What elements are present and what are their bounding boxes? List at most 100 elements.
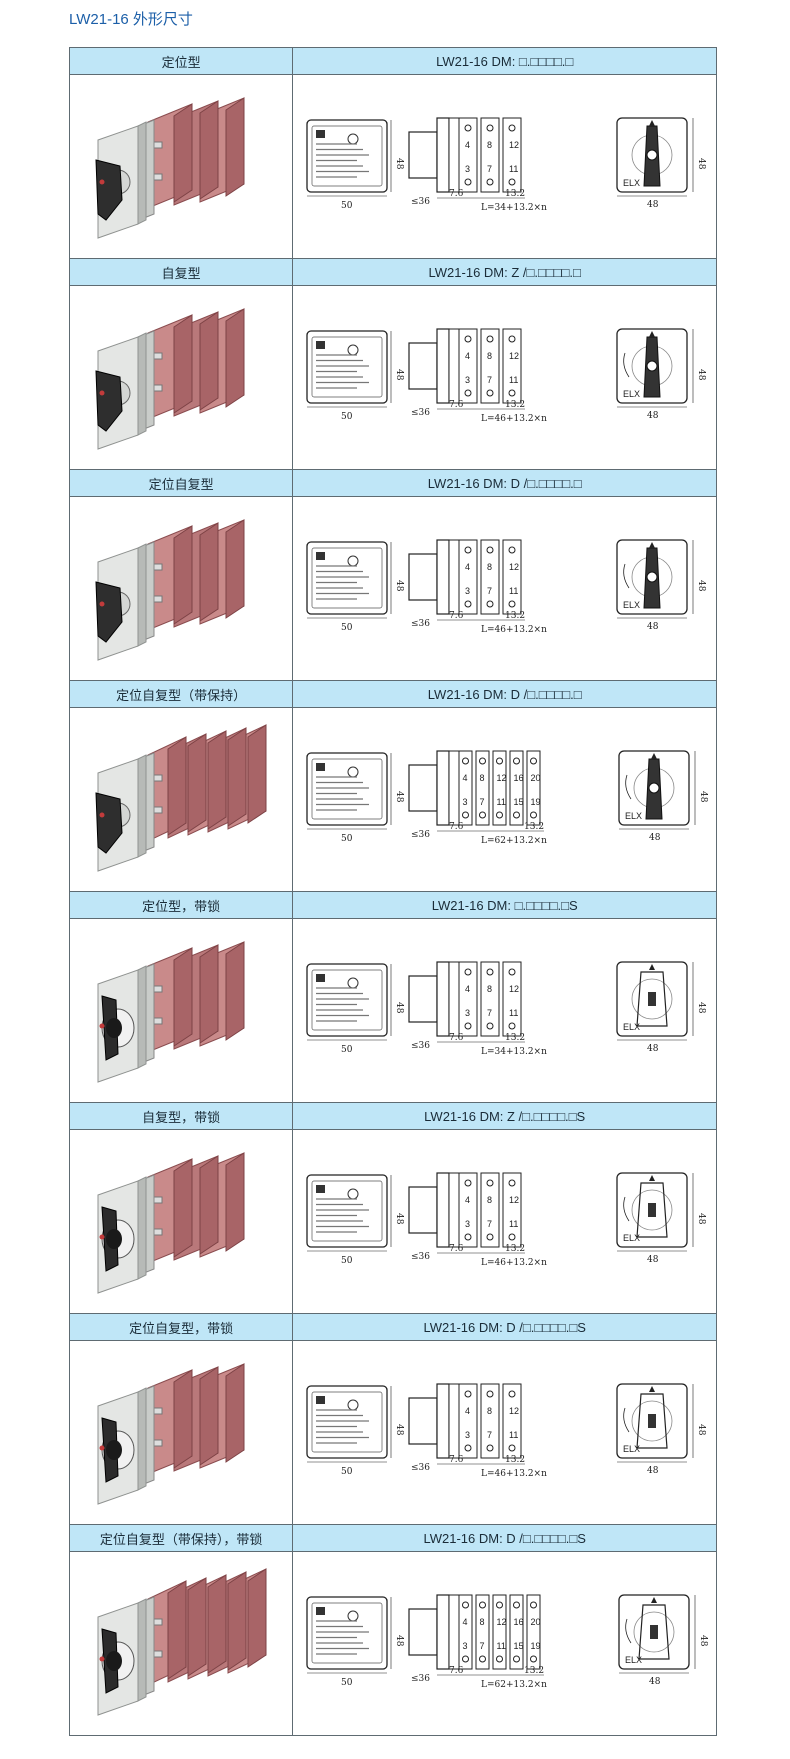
terminal-icon bbox=[508, 389, 516, 396]
position-arrow-icon bbox=[649, 330, 656, 337]
terminal-number: 11 bbox=[509, 164, 518, 174]
terminal-icon bbox=[486, 546, 494, 553]
depth-dim: ≤36 bbox=[411, 408, 430, 418]
spring-return-icon bbox=[623, 1196, 630, 1221]
terminal-screw bbox=[153, 173, 163, 180]
spring-return-icon bbox=[623, 1407, 630, 1432]
logo-icon bbox=[316, 1395, 326, 1404]
terminal-icon bbox=[464, 1233, 472, 1240]
product-photo bbox=[97, 1567, 267, 1716]
base-outline bbox=[448, 1172, 460, 1247]
product-photo bbox=[97, 1151, 245, 1294]
position-arrow-icon bbox=[649, 541, 656, 548]
deck-outline bbox=[509, 1594, 524, 1669]
front-panel-side bbox=[137, 1597, 147, 1702]
terminal-screw bbox=[153, 384, 163, 391]
knob-outline bbox=[408, 763, 438, 812]
contact-deck bbox=[147, 1157, 193, 1264]
model-code-label: LW21-16 DM: □.□□□□.□ bbox=[292, 47, 717, 75]
photo-cell bbox=[68, 496, 294, 681]
height-dim: 48 bbox=[394, 369, 404, 381]
handle-hub bbox=[646, 571, 658, 582]
base-outline bbox=[448, 539, 460, 614]
deck-outline bbox=[502, 117, 522, 192]
face-height-dim: 48 bbox=[696, 158, 706, 170]
terminal-screw bbox=[153, 141, 163, 148]
handle-hub bbox=[646, 149, 658, 160]
front-panel-side bbox=[137, 1175, 147, 1280]
terminal-icon bbox=[513, 1655, 521, 1662]
brand-mark: ELX bbox=[623, 389, 640, 399]
terminal-icon bbox=[486, 968, 494, 975]
brand-mark: ELX bbox=[623, 1444, 640, 1454]
terminal-number: 12 bbox=[509, 1195, 519, 1205]
terminal-number: 8 bbox=[487, 984, 492, 994]
terminal-number: 3 bbox=[465, 375, 470, 385]
length-formula: L=46+13.2×n bbox=[481, 1258, 547, 1268]
base-dim: 7.6 bbox=[449, 1666, 464, 1676]
terminal-icon bbox=[508, 546, 516, 553]
terminal-icon bbox=[530, 1601, 538, 1608]
lock-handle-icon bbox=[636, 970, 668, 1027]
terminal-number: 11 bbox=[509, 1430, 518, 1440]
deck-outline bbox=[509, 750, 524, 825]
deck-dim: 13.2 bbox=[505, 400, 525, 410]
terminal-icon bbox=[486, 1233, 494, 1240]
terminal-icon bbox=[486, 1179, 494, 1186]
front-panel-side bbox=[137, 331, 147, 436]
deck-outline bbox=[475, 1594, 490, 1669]
terminal-number: 7 bbox=[480, 797, 485, 807]
terminal-icon bbox=[462, 1601, 470, 1608]
deck-outline bbox=[458, 961, 478, 1036]
contact-deck bbox=[147, 1368, 193, 1475]
terminal-icon bbox=[486, 1390, 494, 1397]
model-code-label: LW21-16 DM: D /□.□□□□.□S bbox=[292, 1524, 717, 1552]
front-panel-side bbox=[137, 120, 147, 225]
width-dim: 50 bbox=[341, 1467, 353, 1477]
deck-outline bbox=[492, 1594, 507, 1669]
terminal-icon bbox=[513, 1601, 521, 1608]
terminal-screw bbox=[153, 1196, 163, 1203]
terminal-icon bbox=[486, 178, 494, 185]
terminal-icon bbox=[464, 1022, 472, 1029]
contact-deck bbox=[147, 946, 193, 1053]
deck-outline bbox=[502, 1172, 522, 1247]
position-arrow-icon bbox=[651, 752, 658, 759]
terminal-icon bbox=[508, 1179, 516, 1186]
terminal-icon bbox=[479, 1655, 487, 1662]
terminal-number: 7 bbox=[487, 375, 492, 385]
logo-icon bbox=[316, 129, 326, 138]
model-code-label: LW21-16 DM: D /□.□□□□.□S bbox=[292, 1313, 717, 1341]
face-width-dim: 48 bbox=[647, 411, 659, 421]
terminal-screw bbox=[153, 1228, 163, 1235]
deck-dim: 13.2 bbox=[505, 1455, 525, 1465]
face-width-dim: 48 bbox=[647, 622, 659, 632]
logo-icon bbox=[316, 1184, 326, 1193]
photo-cell bbox=[68, 918, 294, 1103]
brand-mark: ELX bbox=[623, 1233, 640, 1243]
terminal-icon bbox=[508, 178, 516, 185]
depth-dim: ≤36 bbox=[411, 830, 430, 840]
keyhole-icon bbox=[648, 991, 657, 1006]
keyhole-icon bbox=[648, 1413, 657, 1428]
base-dim: 7.6 bbox=[449, 1033, 464, 1043]
contact-deck bbox=[147, 313, 193, 420]
terminal-icon bbox=[464, 1444, 472, 1451]
product-photo bbox=[95, 518, 245, 661]
logo-icon bbox=[316, 973, 326, 982]
lock-handle-icon bbox=[636, 1181, 668, 1238]
handle-icon bbox=[95, 791, 123, 854]
brand-mark: ELX bbox=[623, 600, 640, 610]
switch-type-label: 自复型 bbox=[68, 258, 294, 286]
terminal-number: 8 bbox=[487, 1195, 492, 1205]
